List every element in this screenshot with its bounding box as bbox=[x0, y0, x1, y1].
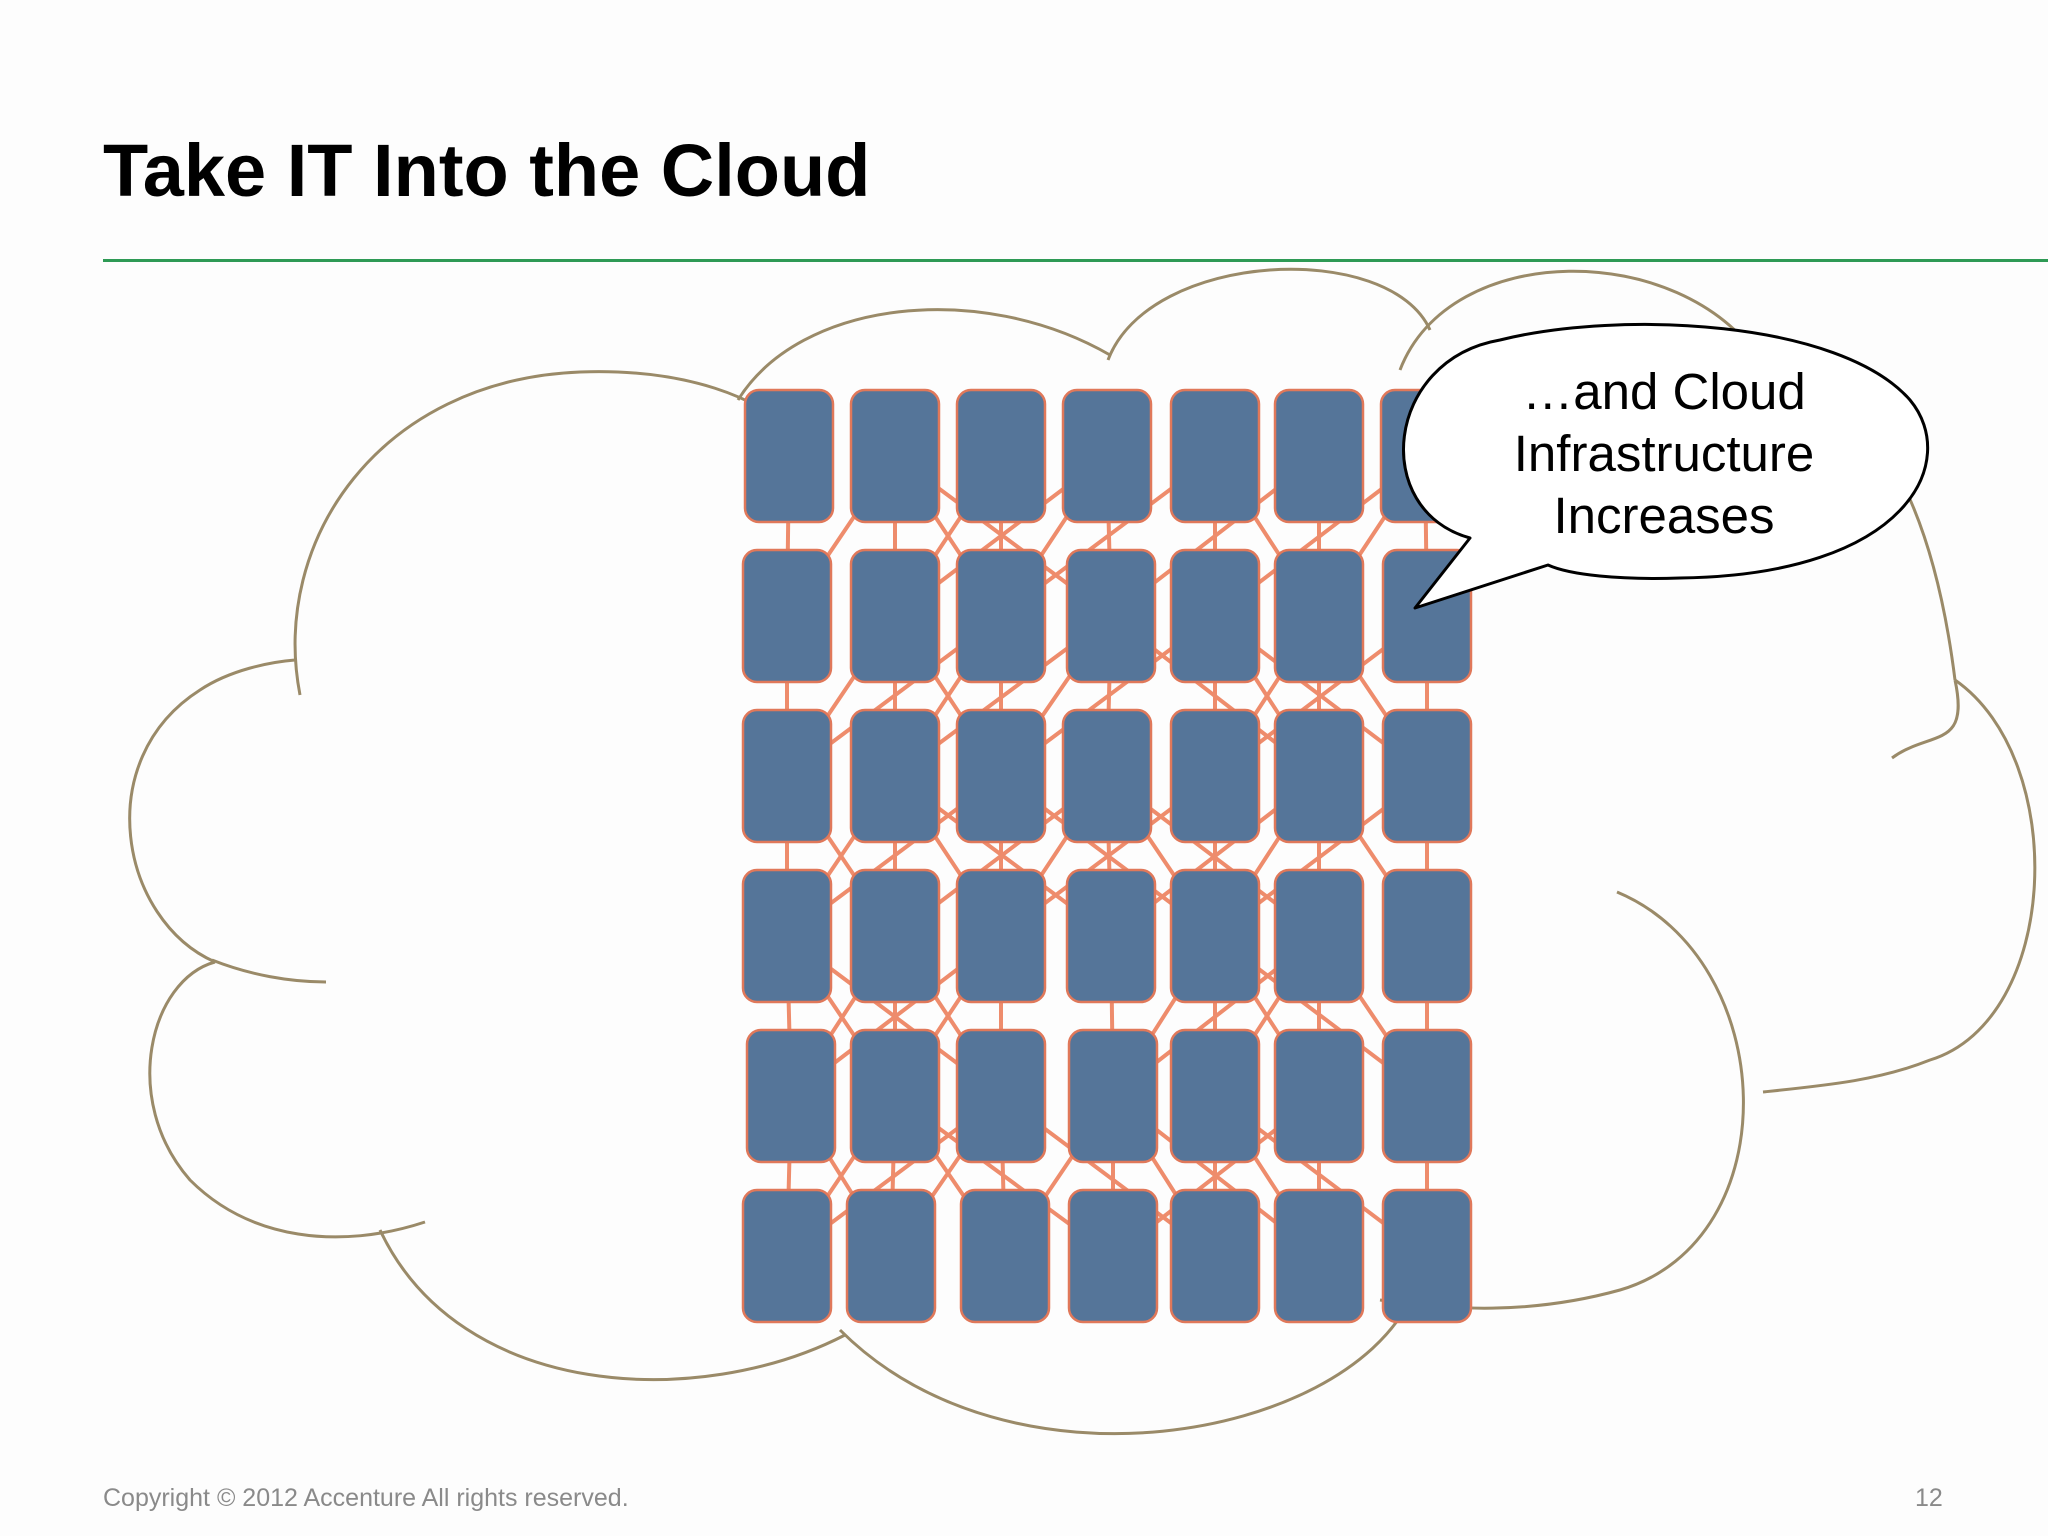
server-node-r4-c5 bbox=[1169, 868, 1261, 1004]
server-node-r1-c5 bbox=[1169, 388, 1261, 524]
server-node-r5-c4 bbox=[1067, 1028, 1159, 1164]
server-node-r5-c5 bbox=[1169, 1028, 1261, 1164]
server-node-r2-c5 bbox=[1169, 548, 1261, 684]
server-node-r3-c5 bbox=[1169, 708, 1261, 844]
server-node-r6-c4 bbox=[1067, 1188, 1159, 1324]
callout-shape bbox=[1401, 322, 1930, 610]
server-node-r2-c4 bbox=[1065, 548, 1157, 684]
callout-line-2: Infrastructure bbox=[1514, 425, 1814, 482]
server-node-r2-c3 bbox=[955, 548, 1047, 684]
server-node-r5-c6 bbox=[1273, 1028, 1365, 1164]
server-node-r6-c1 bbox=[741, 1188, 833, 1324]
server-node-r4-c2 bbox=[849, 868, 941, 1004]
server-node-r1-c1 bbox=[743, 388, 835, 524]
server-node-r1-c3 bbox=[955, 388, 1047, 524]
server-node-r5-c2 bbox=[849, 1028, 941, 1164]
server-node-r3-c3 bbox=[955, 708, 1047, 844]
server-node-r4-c1 bbox=[741, 868, 833, 1004]
server-node-r3-c7 bbox=[1381, 708, 1473, 844]
server-node-r4-c7 bbox=[1381, 868, 1473, 1004]
server-node-r6-c5 bbox=[1169, 1188, 1261, 1324]
server-node-r1-c4 bbox=[1061, 388, 1153, 524]
server-node-r4-c6 bbox=[1273, 868, 1365, 1004]
footer-copyright: Copyright © 2012 Accenture All rights re… bbox=[103, 1484, 629, 1512]
cloud-outline bbox=[128, 267, 2037, 1436]
server-node-r2-c2 bbox=[849, 548, 941, 684]
page-number: 12 bbox=[1915, 1484, 1943, 1512]
server-node-r3-c2 bbox=[849, 708, 941, 844]
server-node-r5-c7 bbox=[1381, 1028, 1473, 1164]
server-node-r6-c7 bbox=[1381, 1188, 1473, 1324]
server-node-r6-c2 bbox=[845, 1188, 937, 1324]
server-node-r2-c6 bbox=[1273, 548, 1365, 684]
callout-line-3: Increases bbox=[1553, 487, 1774, 544]
server-node-r5-c3 bbox=[955, 1028, 1047, 1164]
server-node-r4-c4 bbox=[1065, 868, 1157, 1004]
server-node-r5-c1 bbox=[745, 1028, 837, 1164]
server-node-r2-c1 bbox=[741, 548, 833, 684]
server-node-r6-c6 bbox=[1273, 1188, 1365, 1324]
slide-title: Take IT Into the Cloud bbox=[103, 129, 871, 212]
server-grid bbox=[741, 388, 1473, 1324]
server-node-r6-c3 bbox=[959, 1188, 1051, 1324]
server-node-r3-c4 bbox=[1061, 708, 1153, 844]
server-node-r3-c6 bbox=[1273, 708, 1365, 844]
server-node-r1-c6 bbox=[1273, 388, 1365, 524]
server-node-r1-c2 bbox=[849, 388, 941, 524]
callout-line-1: …and Cloud bbox=[1522, 363, 1806, 420]
callout-bubble: …and Cloud Infrastructure Increases bbox=[1401, 322, 1930, 610]
server-node-r3-c1 bbox=[741, 708, 833, 844]
title-divider bbox=[103, 259, 2048, 262]
server-node-r4-c3 bbox=[955, 868, 1047, 1004]
